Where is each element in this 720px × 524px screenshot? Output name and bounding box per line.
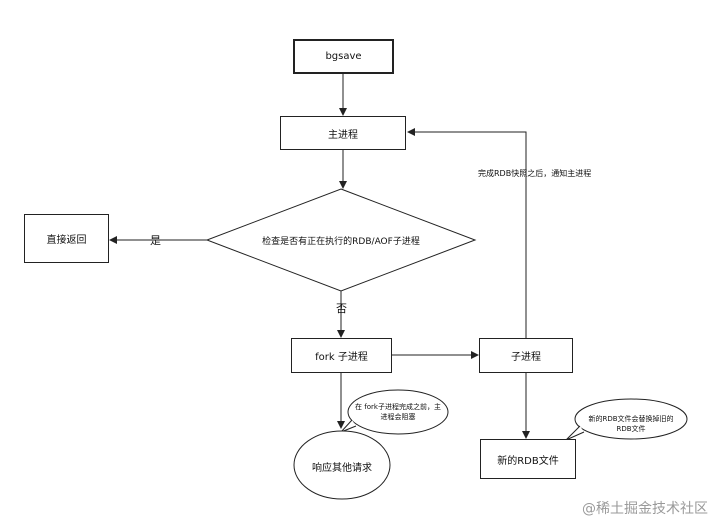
respond-label: 响应其他请求 — [312, 463, 372, 474]
return-direct-label: 直接返回 — [46, 235, 87, 246]
bgsave-node: bgsave — [293, 39, 394, 74]
fork-child-node: fork 子进程 — [291, 338, 392, 373]
fork-child-label: fork 子进程 — [315, 352, 368, 363]
edge-no-label: 否 — [336, 302, 347, 315]
bgsave-label: bgsave — [325, 51, 362, 62]
replace-note-label: 新的RDB文件会替换掉旧的RDB文件 — [588, 415, 674, 433]
callout-replace-bubble — [574, 398, 688, 440]
callout-replace-tail — [565, 425, 585, 441]
callout-fork-bubble — [347, 389, 449, 435]
main-process-label: 主进程 — [328, 129, 358, 141]
watermark: @稀土掘金技术社区 — [582, 501, 708, 517]
edge-notify — [407, 128, 527, 338]
child-process-label: 子进程 — [511, 352, 541, 363]
edge-yes-label: 是 — [150, 234, 161, 247]
decision-label: 检查是否有正在执行的RDB/AOF子进程 — [262, 237, 420, 247]
child-process-node: 子进程 — [479, 338, 573, 373]
edge-notify-label: 完成RDB快照之后，通知主进程 — [478, 169, 592, 178]
main-process-node: 主进程 — [280, 116, 406, 150]
fork-note-label: 在 fork子进程完成之前，主进程会阻塞 — [355, 403, 441, 421]
return-direct-node: 直接返回 — [24, 214, 109, 263]
respond-circle — [293, 430, 391, 500]
new-rdb-label: 新的RDB文件 — [497, 455, 559, 467]
new-rdb-node: 新的RDB文件 — [480, 439, 576, 479]
